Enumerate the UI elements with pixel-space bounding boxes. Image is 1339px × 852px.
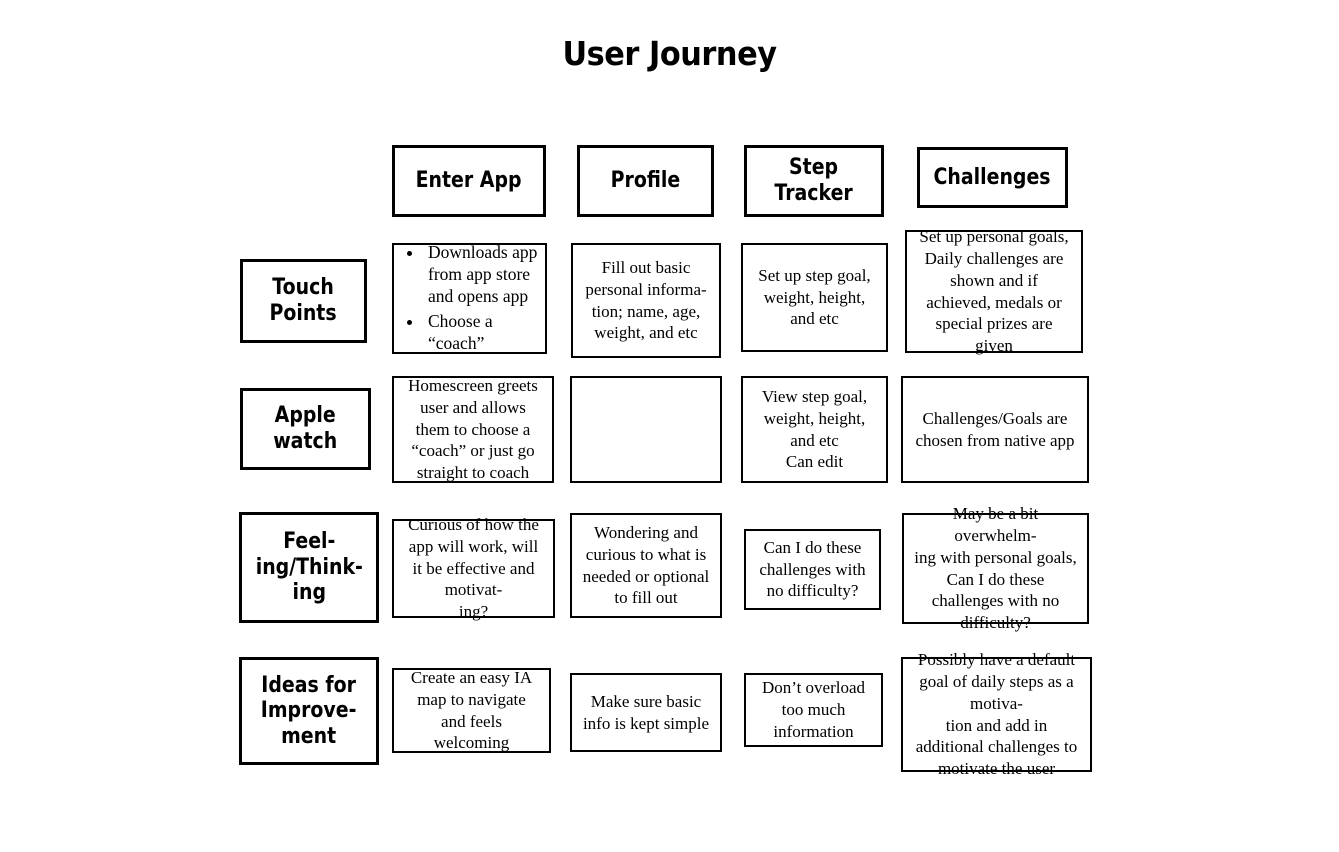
column-header-label: Enter App (416, 168, 522, 194)
cell-text: Set up personal goals, Daily challenges … (919, 227, 1069, 355)
cell-apple-watch-challenges[interactable]: Challenges/Goals are chosen from native … (901, 376, 1089, 483)
cell-touch-points-step-tracker[interactable]: Set up step goal, weight, height, and et… (741, 243, 888, 352)
bullet-list: Downloads app from app store and opens a… (394, 241, 545, 357)
cell-touch-points-enter-app[interactable]: Downloads app from app store and opens a… (392, 241, 547, 357)
cell-text: Make sure basic info is kept simple (582, 691, 710, 733)
cell-text: Possibly have a default goal of daily st… (915, 650, 1078, 778)
column-header-profile[interactable]: Profile (577, 145, 714, 217)
cell-apple-watch-profile[interactable] (570, 376, 722, 483)
cell-ideas-challenges[interactable]: Possibly have a default goal of daily st… (901, 650, 1092, 778)
cell-text: Can I do these challenges with no diffic… (759, 537, 866, 601)
list-item: Downloads app from app store and opens a… (424, 241, 539, 308)
cell-apple-watch-enter-app[interactable]: Homescreen greets user and allows them t… (392, 376, 554, 483)
cell-text: Wondering and curious to what is needed … (582, 523, 710, 608)
cell-ideas-profile[interactable]: Make sure basic info is kept simple (570, 673, 722, 752)
cell-text: Set up step goal, weight, height, and et… (758, 265, 871, 329)
cell-ideas-step-tracker[interactable]: Don’t overload too much information (744, 673, 883, 747)
page-title: User Journey (562, 34, 777, 73)
cell-text: Challenges/Goals are chosen from native … (915, 408, 1075, 450)
cell-touch-points-challenges[interactable]: Set up personal goals, Daily challenges … (905, 227, 1083, 355)
cell-text: Create an easy IA map to navigate and fe… (410, 668, 533, 753)
list-item: Choose a “coach” (424, 310, 539, 355)
row-label-text: Feel- ing/Think- ing (255, 529, 363, 606)
cell-text: Fill out basic personal informa- tion; n… (585, 258, 707, 343)
row-label-ideas-for-improvement[interactable]: Ideas for Improve- ment (239, 657, 379, 765)
cell-text: Curious of how the app will work, will i… (408, 515, 539, 622)
cell-apple-watch-step-tracker[interactable]: View step goal, weight, height, and etc … (741, 376, 888, 483)
row-label-feeling-thinking[interactable]: Feel- ing/Think- ing (239, 512, 379, 623)
column-header-label: Challenges (933, 164, 1052, 190)
cell-touch-points-profile[interactable]: Fill out basic personal informa- tion; n… (571, 243, 721, 358)
row-label-apple-watch[interactable]: Apple watch (240, 388, 371, 470)
column-header-label: Profile (610, 168, 681, 194)
cell-feeling-thinking-step-tracker[interactable]: Can I do these challenges with no diffic… (744, 529, 881, 610)
cell-text: Homescreen greets user and allows them t… (408, 376, 538, 483)
cell-ideas-enter-app[interactable]: Create an easy IA map to navigate and fe… (392, 668, 551, 753)
cell-text: May be a bit overwhelm- ing with persona… (914, 504, 1077, 632)
row-label-text: Touch Points (269, 275, 338, 326)
cell-feeling-thinking-profile[interactable]: Wondering and curious to what is needed … (570, 513, 722, 618)
column-header-challenges[interactable]: Challenges (917, 147, 1068, 208)
cell-text: Don’t overload too much information (761, 678, 866, 741)
row-label-text: Apple watch (273, 403, 338, 454)
row-label-touch-points[interactable]: Touch Points (240, 259, 367, 343)
column-header-enter-app[interactable]: Enter App (392, 145, 546, 217)
cell-text: View step goal, weight, height, and etc … (761, 387, 868, 472)
cell-feeling-thinking-challenges[interactable]: May be a bit overwhelm- ing with persona… (902, 504, 1089, 632)
row-label-text: Ideas for Improve- ment (261, 672, 357, 749)
column-header-label: Step Tracker (774, 155, 854, 206)
column-header-step-tracker[interactable]: Step Tracker (744, 145, 884, 217)
cell-feeling-thinking-enter-app[interactable]: Curious of how the app will work, will i… (392, 515, 555, 621)
